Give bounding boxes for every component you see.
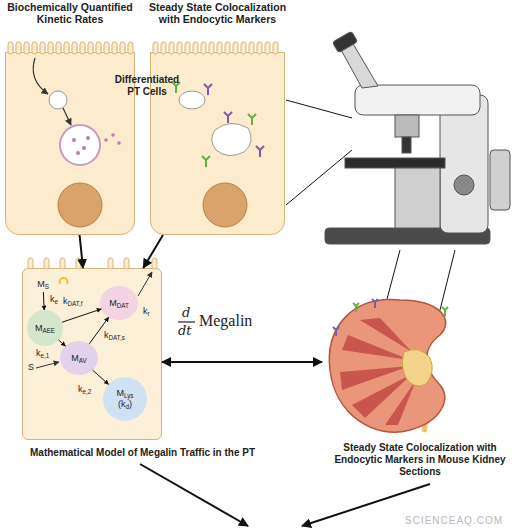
node-heading: Steady State Colocalization with Endocyt… [325,442,515,478]
text-part: k [63,296,68,306]
flow-arrow [162,361,322,363]
node-heading: Mathematical Model of Megalin Traffic in… [5,447,280,459]
text-part: (k [118,399,126,409]
text-part: M [37,279,45,289]
node-text: MS [37,279,49,290]
text-part: k [104,330,109,340]
text-part: ) [129,399,132,409]
derivative-symbol: d [182,305,190,320]
rate-constant: ke,1 [36,348,49,359]
leader-line [286,100,455,318]
node-heading: Biochemically Quantified Kinetic Rates [0,1,140,25]
subscript: e,2 [83,388,92,395]
text-part: M [116,388,124,398]
text-part: k [143,306,148,316]
subscript: e [55,298,59,305]
transition-arrow [43,292,45,310]
kidney-illustration: Steady State Colocalization with Endocyt… [322,295,452,435]
subscript: AEE [42,327,55,334]
model-art [36,272,195,368]
rate-constant: ke [50,294,58,305]
derivative-symbol: dt [178,323,192,338]
subscript: DAT [117,302,129,309]
node-text: MAV [71,353,86,364]
flow-arrow [143,235,163,268]
transition-arrow [89,317,108,344]
subscript: AV [79,357,87,364]
kidney [329,299,448,432]
transition-arrow [62,309,101,322]
subscript: S [45,283,49,290]
flow-arrow [80,235,83,268]
converging-arrow [140,464,430,526]
rate-constant: ke,2 [78,384,91,395]
microvilli [8,42,278,269]
text-part: k [36,348,41,358]
transition-arrow [58,340,65,346]
microscope [325,31,510,244]
compartment-circle: MAEE [27,310,63,346]
rate-constant: kDAT,f [63,296,82,307]
node-text: (kd) [118,399,132,410]
state-label: MS [30,276,56,292]
endocytosis-art [33,58,121,227]
node-text: MLys [116,388,133,399]
subscript: e,1 [41,352,50,359]
colocalization-art [172,82,264,227]
equation-term: Megalin [199,312,252,330]
compartment-circle: MDAT [100,286,138,320]
node-text: MDAT [109,298,129,309]
subscript: Lys [124,392,134,399]
watermark: SCIENCEAQ.COM [405,515,503,526]
compartment-circle: MAV [60,341,98,375]
node-heading: Steady State Colocalization with Endocyt… [145,1,290,25]
text-part: k [78,384,83,394]
rate-constant: kDAT,s [104,330,125,341]
subscript: d [125,403,129,410]
text-part: M [71,353,79,363]
compartment-circle: MLys(kd) [103,377,147,421]
transition-arrow [92,370,108,384]
input-label: S [28,362,34,373]
subscript: DAT,s [109,334,125,341]
group-label: Differentiated PT Cells [112,74,182,98]
text-part: k [50,294,55,304]
node-text: MAEE [35,323,55,334]
text-part: M [35,323,43,333]
subscript: r [148,310,150,317]
text-part: M [109,298,117,308]
subscript: DAT,f [68,300,83,307]
rate-constant: kr [143,306,150,317]
